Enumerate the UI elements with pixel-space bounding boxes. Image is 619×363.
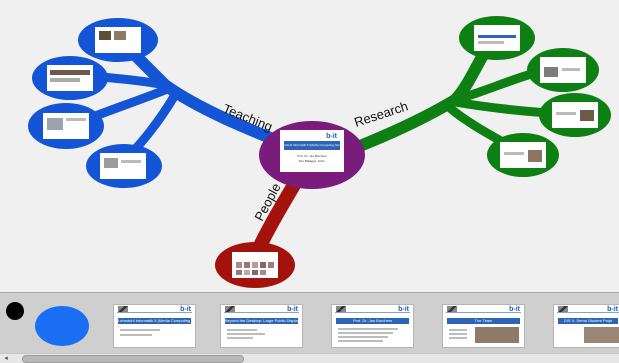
slide-logo-mark [558,306,568,312]
strip-slide-2[interactable]: b-it Beyond the Desktop: Large Public Di… [220,304,303,348]
slide-title: Prof. Dr. Jan Borchers [336,318,409,324]
center-node[interactable]: b-it Lehrstuhl Informatik 5 (Media Compu… [259,121,365,189]
slide-logo: b-it [398,306,409,313]
slide-logo-mark [447,306,457,312]
slide-title: The Team [447,318,520,324]
current-position-marker[interactable] [35,306,89,346]
center-slide-line2: Tico Ballagas, M.Sc. [298,159,325,163]
strip-slide-3[interactable]: b-it Prof. Dr. Jan Borchers [331,304,414,348]
slide-logo-mark [118,306,128,312]
research-branch [349,16,611,177]
center-slide-title: Lehrstuhl Informatik 5 (Media Computing … [280,143,344,147]
slide-title: DIS X: Sema Student Proje [558,318,618,324]
slide-logo-mark [336,306,346,312]
horizontal-scrollbar[interactable]: ◂ [0,353,619,363]
slide-photo [584,327,619,343]
people-branch [215,168,307,288]
mindmap-canvas[interactable]: b-it Lehrstuhl Informatik 5 (Media Compu… [0,0,619,292]
strip-slide-4[interactable]: b-it The Team [442,304,525,348]
mindmap-diagram: b-it Lehrstuhl Informatik 5 (Media Compu… [28,16,611,288]
slide-title: Lehrstuhl Informatik 5 (Media Computing … [118,318,191,324]
slide-logo: b-it [607,306,618,313]
slide-logo: b-it [509,306,520,313]
slide-strip[interactable]: b-it Lehrstuhl Informatik 5 (Media Compu… [0,292,619,363]
slide-logo: b-it [287,306,298,313]
center-slide-logo: b-it [326,133,338,140]
teaching-branch [28,18,306,188]
strip-slide-5[interactable]: b-it DIS X: Sema Student Proje [553,304,619,348]
slide-logo: b-it [180,306,191,313]
slide-logo-mark [225,306,235,312]
center-slide-line1: Prof. Dr. Jan Borchers [297,154,327,158]
slide-title: Beyond the Desktop: Large Public Display… [225,318,298,324]
scroll-left-arrow-icon[interactable]: ◂ [4,355,8,362]
strip-slide-1[interactable]: b-it Lehrstuhl Informatik 5 (Media Compu… [113,304,196,348]
scrollbar-thumb[interactable] [22,355,244,363]
slide-photo [475,327,519,343]
center-slide [280,130,344,172]
record-indicator[interactable] [6,302,24,320]
